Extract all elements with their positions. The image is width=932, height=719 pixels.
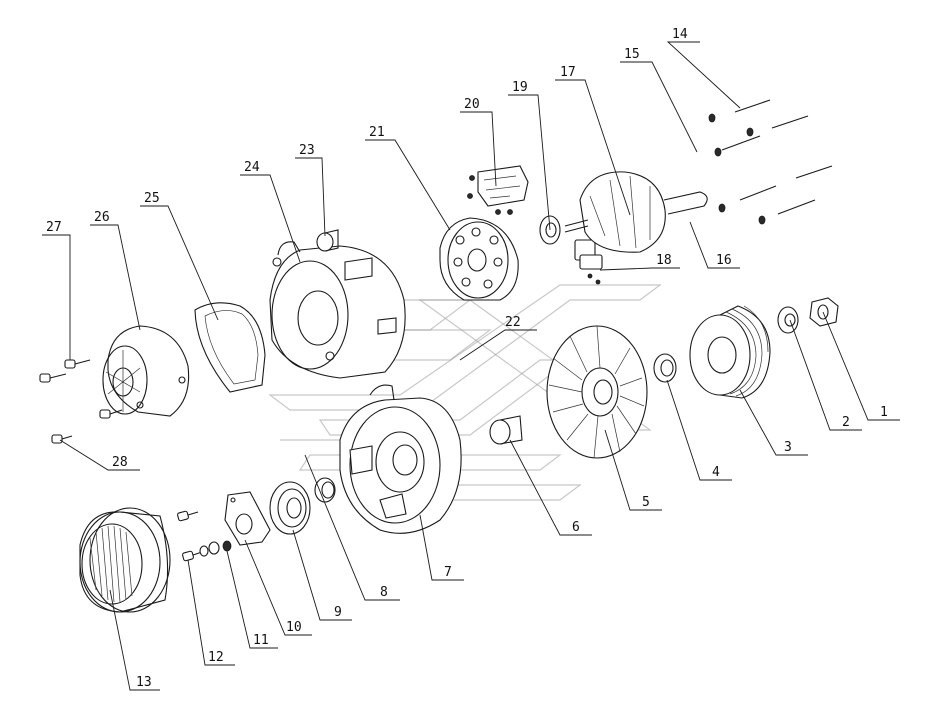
callout-12: 12 <box>208 650 224 665</box>
callout-4: 4 <box>712 465 720 480</box>
nut <box>809 297 839 327</box>
cover-screws <box>39 359 123 444</box>
callout-6: 6 <box>572 520 580 535</box>
callout-25: 25 <box>144 191 160 206</box>
callout-labels: 1 2 3 4 5 6 7 8 9 10 11 12 13 14 15 16 1… <box>46 27 888 690</box>
rectifier-assembly <box>439 217 519 301</box>
callout-23: 23 <box>299 143 315 158</box>
callout-20: 20 <box>464 97 480 112</box>
bearing-retainer-plate <box>224 491 271 546</box>
callout-1: 1 <box>880 405 888 420</box>
callout-26: 26 <box>94 210 110 225</box>
callout-16: 16 <box>716 253 732 268</box>
washer-large <box>653 353 677 383</box>
callout-5: 5 <box>642 495 650 510</box>
callout-11: 11 <box>253 633 269 648</box>
callout-10: 10 <box>286 620 302 635</box>
callout-28: 28 <box>112 455 128 470</box>
callout-19: 19 <box>512 80 528 95</box>
through-bolts <box>708 99 833 225</box>
pulley <box>689 305 771 399</box>
callout-17: 17 <box>560 65 576 80</box>
callout-13: 13 <box>136 675 152 690</box>
callout-8: 8 <box>380 585 388 600</box>
drive-end-housing <box>339 384 462 534</box>
brush-assembly <box>574 239 603 285</box>
fan <box>546 325 648 459</box>
rotor <box>564 171 708 253</box>
sleeve <box>489 415 523 445</box>
callout-24: 24 <box>244 160 260 175</box>
rear-housing <box>269 241 406 379</box>
washer-small <box>777 306 799 334</box>
callout-2: 2 <box>842 415 850 430</box>
callout-3: 3 <box>784 440 792 455</box>
spacer-ring <box>314 477 336 503</box>
callout-7: 7 <box>444 565 452 580</box>
stator <box>79 507 171 613</box>
callout-14: 14 <box>672 27 688 42</box>
callout-15: 15 <box>624 47 640 62</box>
leader-lines <box>42 41 900 691</box>
callout-22: 22 <box>505 315 521 330</box>
callout-18: 18 <box>656 253 672 268</box>
screw-set-lower <box>177 510 232 562</box>
regulator <box>467 165 529 215</box>
callout-9: 9 <box>334 605 342 620</box>
bearing-front <box>269 481 311 535</box>
gasket <box>194 302 266 393</box>
rear-cover <box>102 325 190 417</box>
callout-21: 21 <box>369 125 385 140</box>
callout-27: 27 <box>46 220 62 235</box>
